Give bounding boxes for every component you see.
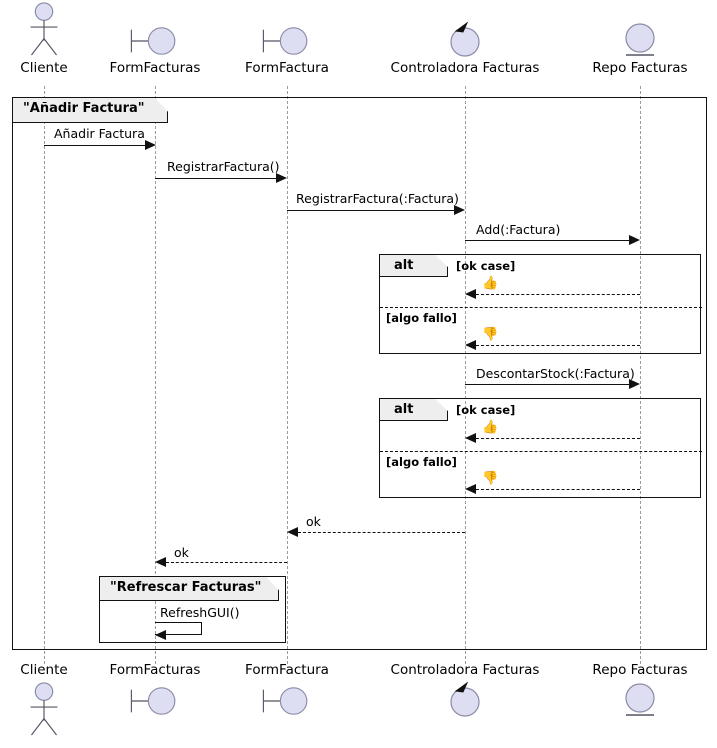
message-line-return-ok-1 bbox=[476, 294, 640, 295]
message-line-return-fail-2 bbox=[476, 489, 640, 490]
participant-formfacturas-top[interactable]: FormFacturas bbox=[55, 2, 255, 76]
arrow-head-right bbox=[629, 379, 640, 389]
message-line-anadir-factura bbox=[44, 145, 145, 146]
frame-label-anadir-factura: "Añadir Factura" bbox=[13, 98, 168, 123]
participant-label: FormFactura bbox=[245, 662, 329, 678]
arrow-head-left bbox=[465, 433, 476, 443]
participant-repo-bottom[interactable]: Repo Facturas bbox=[540, 662, 717, 728]
participant-label: Controladora Facturas bbox=[390, 60, 540, 76]
frame-anadir-factura: "Añadir Factura" bbox=[12, 97, 707, 650]
frame-label-refrescar-facturas: "Refrescar Facturas" bbox=[100, 577, 279, 601]
self-message-box-refreshgui bbox=[155, 622, 202, 635]
arrow-head-left bbox=[287, 527, 298, 537]
message-label-anadir-factura: Añadir Factura bbox=[54, 126, 145, 141]
arrow-head-right bbox=[276, 173, 287, 183]
participant-cliente-top[interactable]: Cliente bbox=[0, 2, 144, 76]
arrow-head-left bbox=[155, 557, 166, 567]
message-line-registrarfactura-factura bbox=[287, 210, 454, 211]
message-line-descontarstock bbox=[465, 384, 629, 385]
participant-label: Repo Facturas bbox=[592, 662, 688, 678]
participant-formfactura-top[interactable]: FormFactura bbox=[187, 2, 387, 76]
participant-controladora-bottom[interactable]: Controladora Facturas bbox=[365, 662, 565, 728]
control-icon bbox=[450, 681, 480, 717]
frame-refrescar-facturas: "Refrescar Facturas" bbox=[99, 576, 286, 643]
participant-formfactura-bottom[interactable]: FormFactura bbox=[187, 662, 387, 728]
participant-label: FormFacturas bbox=[109, 662, 201, 678]
fragment-guard-algo-fallo: [algo fallo] bbox=[386, 455, 457, 469]
participant-label: Cliente bbox=[20, 60, 68, 76]
actor-icon-wrap bbox=[0, 2, 144, 56]
entity-icon bbox=[625, 683, 655, 716]
arrow-head-right bbox=[145, 140, 156, 150]
message-line-ok-2 bbox=[166, 562, 287, 563]
fragment-divider bbox=[380, 451, 702, 452]
participant-label: Controladora Facturas bbox=[390, 662, 540, 678]
fragment-guard-ok-case: [ok case] bbox=[456, 403, 516, 417]
entity-icon-wrap bbox=[540, 682, 717, 728]
message-line-add-factura bbox=[465, 240, 629, 241]
boundary-icon bbox=[262, 687, 308, 715]
message-label-descontarstock: DescontarStock(:Factura) bbox=[476, 366, 635, 381]
message-line-ok-1 bbox=[298, 532, 465, 533]
lifeline-formfacturas bbox=[155, 86, 156, 664]
boundary-icon-wrap bbox=[187, 2, 387, 55]
fragment-guard-ok-case: [ok case] bbox=[456, 259, 516, 273]
thumbs-down-icon: 👎 bbox=[482, 471, 499, 486]
participant-repo-top[interactable]: Repo Facturas bbox=[540, 2, 717, 76]
boundary-icon-wrap bbox=[55, 682, 255, 728]
boundary-icon bbox=[262, 27, 308, 55]
lifeline-formfactura bbox=[287, 86, 288, 664]
arrow-head-left bbox=[465, 340, 476, 350]
fragment-alt-1: alt bbox=[379, 254, 702, 354]
boundary-icon bbox=[130, 687, 176, 715]
lifeline-controladora bbox=[465, 86, 466, 664]
thumbs-down-icon: 👎 bbox=[482, 327, 499, 342]
fragment-guard-algo-fallo: [algo fallo] bbox=[386, 311, 457, 325]
fragment-alt-2: alt bbox=[379, 398, 702, 498]
message-label-refreshgui: RefreshGUI() bbox=[160, 605, 240, 620]
arrow-head-left bbox=[155, 630, 166, 640]
participant-label: Repo Facturas bbox=[592, 60, 688, 76]
message-label-registrarfactura: RegistrarFactura() bbox=[167, 159, 280, 174]
boundary-icon bbox=[130, 27, 176, 55]
actor-icon bbox=[30, 682, 58, 736]
arrow-head-left bbox=[465, 289, 476, 299]
entity-icon bbox=[625, 23, 655, 56]
participant-controladora-top[interactable]: Controladora Facturas bbox=[365, 2, 565, 76]
message-label-add-factura: Add(:Factura) bbox=[476, 222, 561, 237]
control-icon-wrap bbox=[365, 681, 565, 728]
message-label-ok-1: ok bbox=[306, 514, 321, 529]
participant-label: FormFacturas bbox=[109, 60, 201, 76]
participant-cliente-bottom[interactable]: Cliente bbox=[0, 662, 144, 736]
boundary-icon-wrap bbox=[55, 2, 255, 55]
actor-icon bbox=[30, 2, 58, 56]
boundary-icon-wrap bbox=[187, 682, 387, 728]
message-line-return-fail-1 bbox=[476, 345, 640, 346]
fragment-operator-alt: alt bbox=[380, 399, 448, 421]
message-label-registrarfactura-factura: RegistrarFactura(:Factura) bbox=[296, 191, 459, 206]
message-label-ok-2: ok bbox=[174, 545, 189, 560]
thumbs-up-icon: 👍 bbox=[482, 420, 499, 435]
actor-icon-wrap bbox=[0, 682, 144, 736]
participant-formfacturas-bottom[interactable]: FormFacturas bbox=[55, 662, 255, 728]
control-icon bbox=[450, 21, 480, 57]
message-line-registrarfactura bbox=[155, 178, 276, 179]
participant-label: Cliente bbox=[20, 662, 68, 678]
fragment-divider bbox=[380, 307, 702, 308]
fragment-operator-alt: alt bbox=[380, 255, 448, 277]
thumbs-up-icon: 👍 bbox=[482, 276, 499, 291]
control-icon-wrap bbox=[365, 2, 565, 57]
lifeline-cliente bbox=[44, 86, 45, 664]
arrow-head-right bbox=[629, 235, 640, 245]
participant-label: FormFactura bbox=[245, 60, 329, 76]
arrow-head-left bbox=[465, 484, 476, 494]
lifeline-repo bbox=[640, 86, 641, 664]
arrow-head-right bbox=[454, 205, 465, 215]
message-line-return-ok-2 bbox=[476, 438, 640, 439]
entity-icon-wrap bbox=[540, 2, 717, 56]
